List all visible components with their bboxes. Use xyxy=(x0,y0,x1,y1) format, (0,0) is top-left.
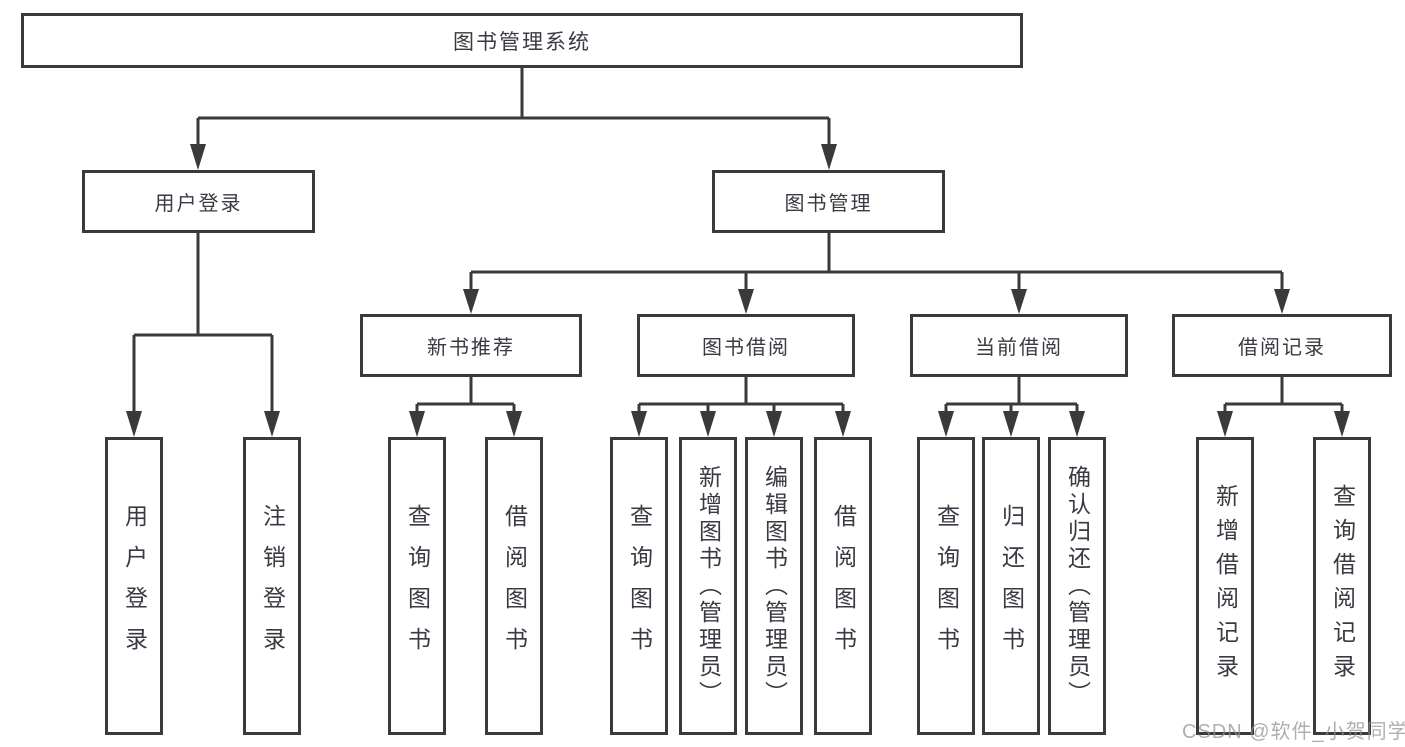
leaf-logout-label: 注销登录 xyxy=(259,504,286,668)
leaf-current-confirm: 确认归还（管理员） xyxy=(1048,437,1106,735)
node-book-borrowing: 图书借阅 xyxy=(637,314,855,377)
node-book-borrowing-label: 图书借阅 xyxy=(702,337,790,359)
connector-book-borrowing xyxy=(631,377,851,437)
leaf-current-query-label: 查询图书 xyxy=(933,504,960,668)
leaf-records-add: 新增借阅记录 xyxy=(1196,437,1254,735)
leaf-borrow-edit-label: 编辑图书（管理员） xyxy=(761,464,788,708)
leaf-new-books-borrow-label: 借阅图书 xyxy=(501,504,528,668)
connector-borrow-records xyxy=(1217,377,1350,437)
node-current-borrowing: 当前借阅 xyxy=(910,314,1128,377)
node-new-book-recommend-label: 新书推荐 xyxy=(427,337,515,359)
leaf-records-query-label: 查询借阅记录 xyxy=(1329,484,1356,688)
node-root-label: 图书管理系统 xyxy=(453,30,591,54)
node-borrow-records-label: 借阅记录 xyxy=(1238,337,1326,359)
connector-user-login xyxy=(126,233,280,437)
leaf-borrow-add: 新增图书（管理员） xyxy=(679,437,737,735)
node-root: 图书管理系统 xyxy=(21,13,1023,68)
leaf-new-books-query: 查询图书 xyxy=(388,437,446,735)
leaf-current-return: 归还图书 xyxy=(982,437,1040,735)
node-borrow-records: 借阅记录 xyxy=(1172,314,1392,377)
leaf-records-query: 查询借阅记录 xyxy=(1313,437,1371,735)
node-new-book-recommend: 新书推荐 xyxy=(360,314,582,377)
leaf-borrow-borrow: 借阅图书 xyxy=(814,437,872,735)
leaf-current-return-label: 归还图书 xyxy=(998,504,1025,668)
leaf-borrow-borrow-label: 借阅图书 xyxy=(830,504,857,668)
node-user-login-label: 用户登录 xyxy=(154,193,243,215)
connector-root xyxy=(190,68,837,170)
connector-current-borrowing xyxy=(938,377,1085,437)
connector-new-books xyxy=(409,377,522,437)
leaf-current-query: 查询图书 xyxy=(917,437,975,735)
leaf-new-books-borrow: 借阅图书 xyxy=(485,437,543,735)
leaf-borrow-add-label: 新增图书（管理员） xyxy=(695,464,722,708)
node-current-borrowing-label: 当前借阅 xyxy=(975,337,1063,359)
leaf-borrow-edit: 编辑图书（管理员） xyxy=(745,437,803,735)
watermark: CSDN @软件_小贺同学 xyxy=(1182,721,1405,743)
leaf-user-login-label: 用户登录 xyxy=(121,504,148,668)
node-book-management: 图书管理 xyxy=(712,170,945,233)
node-user-login: 用户登录 xyxy=(82,170,315,233)
leaf-current-confirm-label: 确认归还（管理员） xyxy=(1064,464,1091,708)
leaf-new-books-query-label: 查询图书 xyxy=(404,504,431,668)
connector-book-management xyxy=(463,233,1290,314)
leaf-records-add-label: 新增借阅记录 xyxy=(1212,484,1239,688)
leaf-logout: 注销登录 xyxy=(243,437,301,735)
leaf-borrow-query-label: 查询图书 xyxy=(626,504,653,668)
leaf-user-login: 用户登录 xyxy=(105,437,163,735)
leaf-borrow-query: 查询图书 xyxy=(610,437,668,735)
node-book-management-label: 图书管理 xyxy=(784,193,873,215)
